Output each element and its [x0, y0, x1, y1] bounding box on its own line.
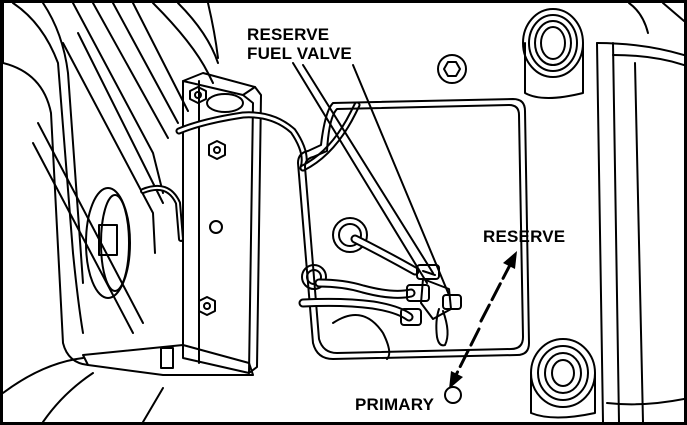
reserve-fuel-valve-label: RESERVE FUEL VALVE	[247, 25, 352, 63]
fuel-hoses	[298, 234, 420, 322]
right-frame	[522, 3, 684, 422]
reserve-label: RESERVE	[483, 227, 566, 246]
callout-leaders	[292, 62, 450, 296]
primary-arrow	[444, 327, 481, 404]
mounting-bracket	[82, 72, 262, 376]
valve-label-line-2: FUEL VALVE	[247, 44, 352, 63]
primary-label: PRIMARY	[355, 395, 435, 414]
reserve-arrow	[479, 251, 517, 323]
fuel-valve-illustration	[3, 3, 684, 422]
valve-label-line-1: RESERVE	[247, 25, 330, 44]
access-panel	[297, 98, 530, 360]
left-frame	[3, 3, 219, 422]
fuel-line-upper	[175, 101, 361, 172]
reserve-fuel-valve	[400, 264, 462, 347]
hex-nut-top	[437, 54, 467, 84]
